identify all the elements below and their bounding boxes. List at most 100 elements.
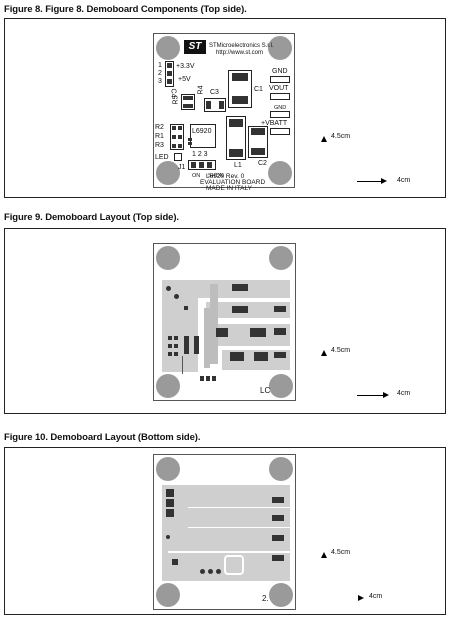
pad [232,306,248,313]
inductor-l1-outline [226,116,246,160]
mounting-hole [269,583,293,607]
width-arrow-icon [383,392,389,398]
terminal-outline [270,76,290,83]
via [166,535,170,539]
pad [200,376,204,381]
terminal-outline [270,111,290,118]
component-pad [172,126,176,130]
terminal-outline [270,93,290,100]
plane-gap [188,527,290,528]
via [208,569,213,574]
via [216,569,221,574]
pad [272,515,284,521]
height-dimension: 4.5cm [331,549,351,556]
pad [212,376,216,381]
mounting-hole [269,457,293,481]
width-arrow-icon [381,178,387,184]
figure-10-frame: 2. 4.5cm 4cm [4,447,446,615]
copper-pour [162,280,198,372]
label-l1: L1 [234,162,242,169]
copper-trace [210,284,218,364]
pad [232,284,248,291]
width-arrow-line [357,395,385,396]
terminal-outline [270,128,290,135]
ic-l6920-outline [190,124,216,148]
mounting-hole [156,457,180,481]
height-dimension: 4.5cm [331,133,351,140]
height-arrow-icon [321,136,327,142]
label-on: ON [192,173,201,179]
width-dimension: 4cm [397,177,411,184]
pad [168,352,172,356]
pin-label-1: 1 [158,62,162,69]
connector-pad [167,71,172,76]
top-components-board: ST STMicroelectronics S.r.l. http://www.… [153,33,295,192]
bottom-layout-board: 2. [153,454,296,610]
component-pad [232,96,248,104]
mounting-hole [269,246,293,270]
component-pad [251,148,265,155]
pad [272,555,284,561]
pad [166,509,174,517]
figure-10-caption: Figure 10. Demoboard Layout (Bottom side… [4,432,201,443]
corner-label: 2. [262,594,269,603]
via [166,286,171,291]
pad [272,497,284,503]
width-arrow-line [357,181,383,182]
corner-label: LC [260,386,271,395]
pad [174,352,178,356]
company-url: http://www.st.com [216,50,264,56]
pad [206,376,210,381]
figure-9-frame: LC 4.5cm 4cm [4,228,446,414]
figure-8-frame: ST STMicroelectronics S.r.l. http://www.… [4,18,446,198]
pad [172,559,178,565]
component-pad [219,101,224,109]
label-vout: VOUT [269,85,289,92]
connector-pad [167,79,172,84]
component-pad [178,135,182,139]
component-pad [191,162,196,168]
copper-trace [182,356,183,374]
plane-gap [188,507,290,508]
label-c1: C1 [254,86,263,93]
led-outline [174,153,182,161]
label-r5: R5 [172,95,180,105]
label-gnd-mid: GND [274,105,287,111]
st-logo: ST [184,40,206,54]
pad [230,352,244,361]
label-c2: C2 [258,160,267,167]
label-pins: 1 2 3 [192,151,208,158]
copper-pour [206,302,290,318]
label-r1: R1 [155,133,164,140]
capacitor-c2-outline [248,126,268,158]
via [174,294,179,299]
component-pad [207,162,212,168]
figure-8-caption: Figure 8. Figure 8. Demoboard Components… [4,4,247,15]
width-dimension: 4cm [397,390,411,397]
component-pad [178,144,182,148]
label-rev: L6920 Rev. 0 [206,173,245,180]
pad [272,535,284,541]
pad [254,352,268,361]
component-pad [206,101,211,109]
component-pad [188,138,192,141]
figure-9-caption: Figure 9. Demoboard Layout (Top side). [4,212,179,223]
component-pad [183,104,193,108]
label-r4: R4 [197,85,205,95]
pad [166,489,174,497]
mounting-hole [156,374,180,398]
plane-gap [168,551,290,553]
label-r2: R2 [155,124,164,131]
component-pad [178,126,182,130]
pad [174,336,178,340]
jumper-j1-outline [188,160,216,170]
component-pad [188,142,192,145]
pin-label-3: 3 [158,78,162,85]
height-arrow-icon [321,350,327,356]
pad [274,328,286,335]
mounting-hole [156,36,180,60]
pad [184,336,189,354]
component-pad [251,128,265,135]
component-outline [204,98,226,112]
label-made: MADE IN ITALY [206,185,252,192]
